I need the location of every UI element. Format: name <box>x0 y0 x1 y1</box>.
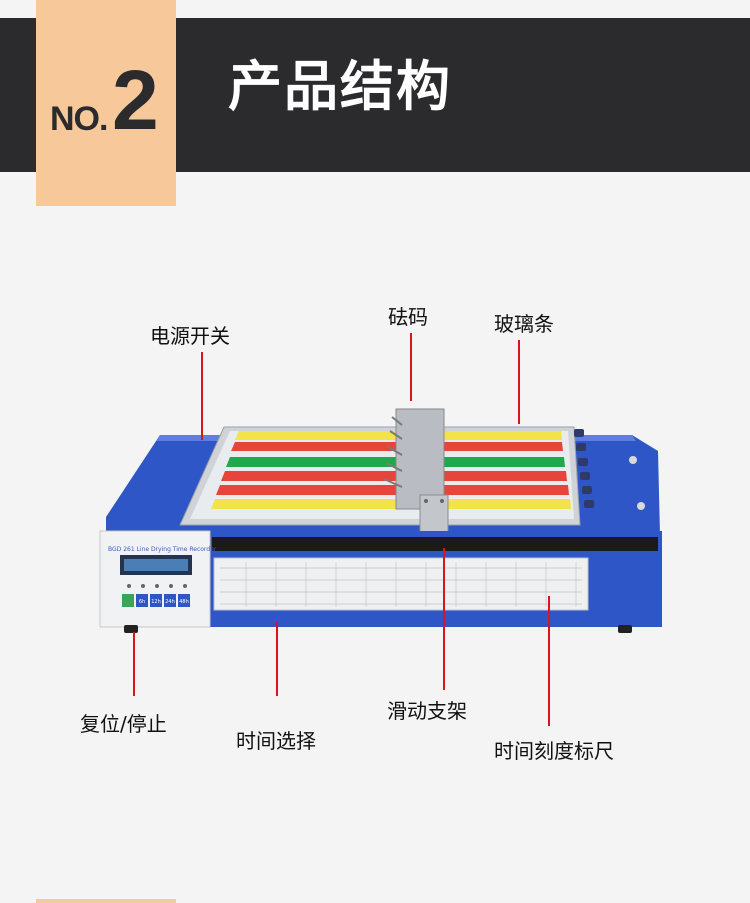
control-panel <box>99 530 211 628</box>
bolt-icon <box>637 502 645 510</box>
pointer-time-scale-ruler <box>548 596 550 726</box>
pointer-glass-strip <box>518 340 520 424</box>
label-time-scale-ruler: 时间刻度标尺 <box>494 739 614 763</box>
weight-block <box>395 408 445 510</box>
svg-text:6h: 6h <box>139 599 145 605</box>
label-slide-bracket: 滑动支架 <box>387 699 467 723</box>
time-button-12h <box>150 594 162 607</box>
label-power-switch: 电源开关 <box>150 324 230 348</box>
strip-red <box>221 471 567 481</box>
badge-number: 2 <box>112 53 159 147</box>
svg-text:48h: 48h <box>179 599 189 605</box>
section-badge <box>36 0 176 206</box>
time-button-6h <box>136 594 148 607</box>
label-glass-strip: 玻璃条 <box>494 312 554 336</box>
pointer-slide-bracket <box>443 548 445 690</box>
label-weight: 砝码 <box>388 305 428 329</box>
strip-red <box>216 485 569 495</box>
pointer-reset-stop <box>133 632 135 696</box>
time-button-24h <box>164 594 176 607</box>
foot <box>618 625 632 633</box>
time-button-48h <box>178 594 190 607</box>
pointer-time-select <box>276 622 278 696</box>
drying-time-recorder-illustration: BGD 261 Line Drying Time Recorder 6h 12h… <box>99 408 662 633</box>
pointer-weight <box>410 333 412 401</box>
bottom-accent <box>36 899 176 903</box>
foot <box>124 625 138 633</box>
svg-text:24h: 24h <box>165 599 175 605</box>
label-time-select: 时间选择 <box>236 729 316 753</box>
model-text: BGD 261 Line Drying Time Recorder <box>108 546 217 553</box>
slot <box>212 537 658 551</box>
pointer-power-switch <box>201 352 203 440</box>
reset-button <box>122 594 134 607</box>
svg-text:12h: 12h <box>151 599 161 605</box>
bolt-icon <box>629 456 637 464</box>
time-scale-ruler <box>213 557 589 611</box>
label-reset-stop: 复位/停止 <box>80 712 167 736</box>
section-title: 产品结构 <box>228 55 452 118</box>
strip-yellow <box>211 499 571 509</box>
badge-prefix: NO. <box>50 100 108 138</box>
